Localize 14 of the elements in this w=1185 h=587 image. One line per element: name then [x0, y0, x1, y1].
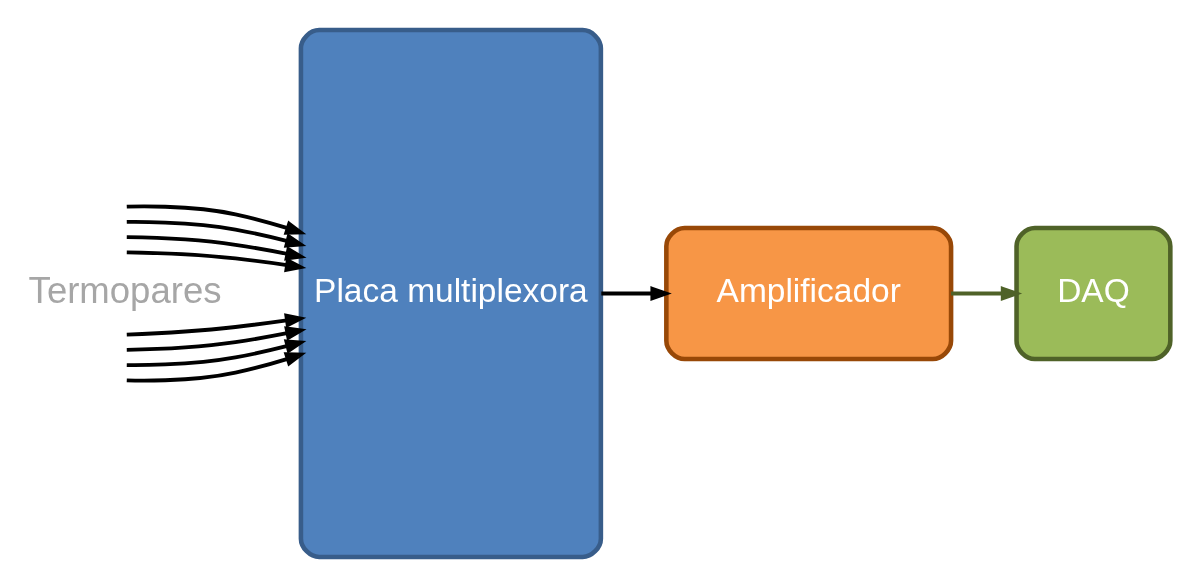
node-box: Amplificador — [664, 225, 954, 362]
arrow — [126, 326, 307, 352]
arrow — [126, 204, 307, 235]
node-box: Placa multiplexora — [298, 27, 604, 560]
arrow — [126, 339, 307, 367]
arrow — [126, 313, 307, 337]
arrow — [601, 286, 672, 301]
node-box: DAQ — [1014, 225, 1173, 362]
arrow — [951, 286, 1023, 301]
arrow — [126, 220, 307, 248]
arrow — [126, 235, 307, 273]
arrow — [126, 246, 307, 273]
arrow — [126, 352, 307, 383]
label: Termopares — [28, 269, 222, 311]
